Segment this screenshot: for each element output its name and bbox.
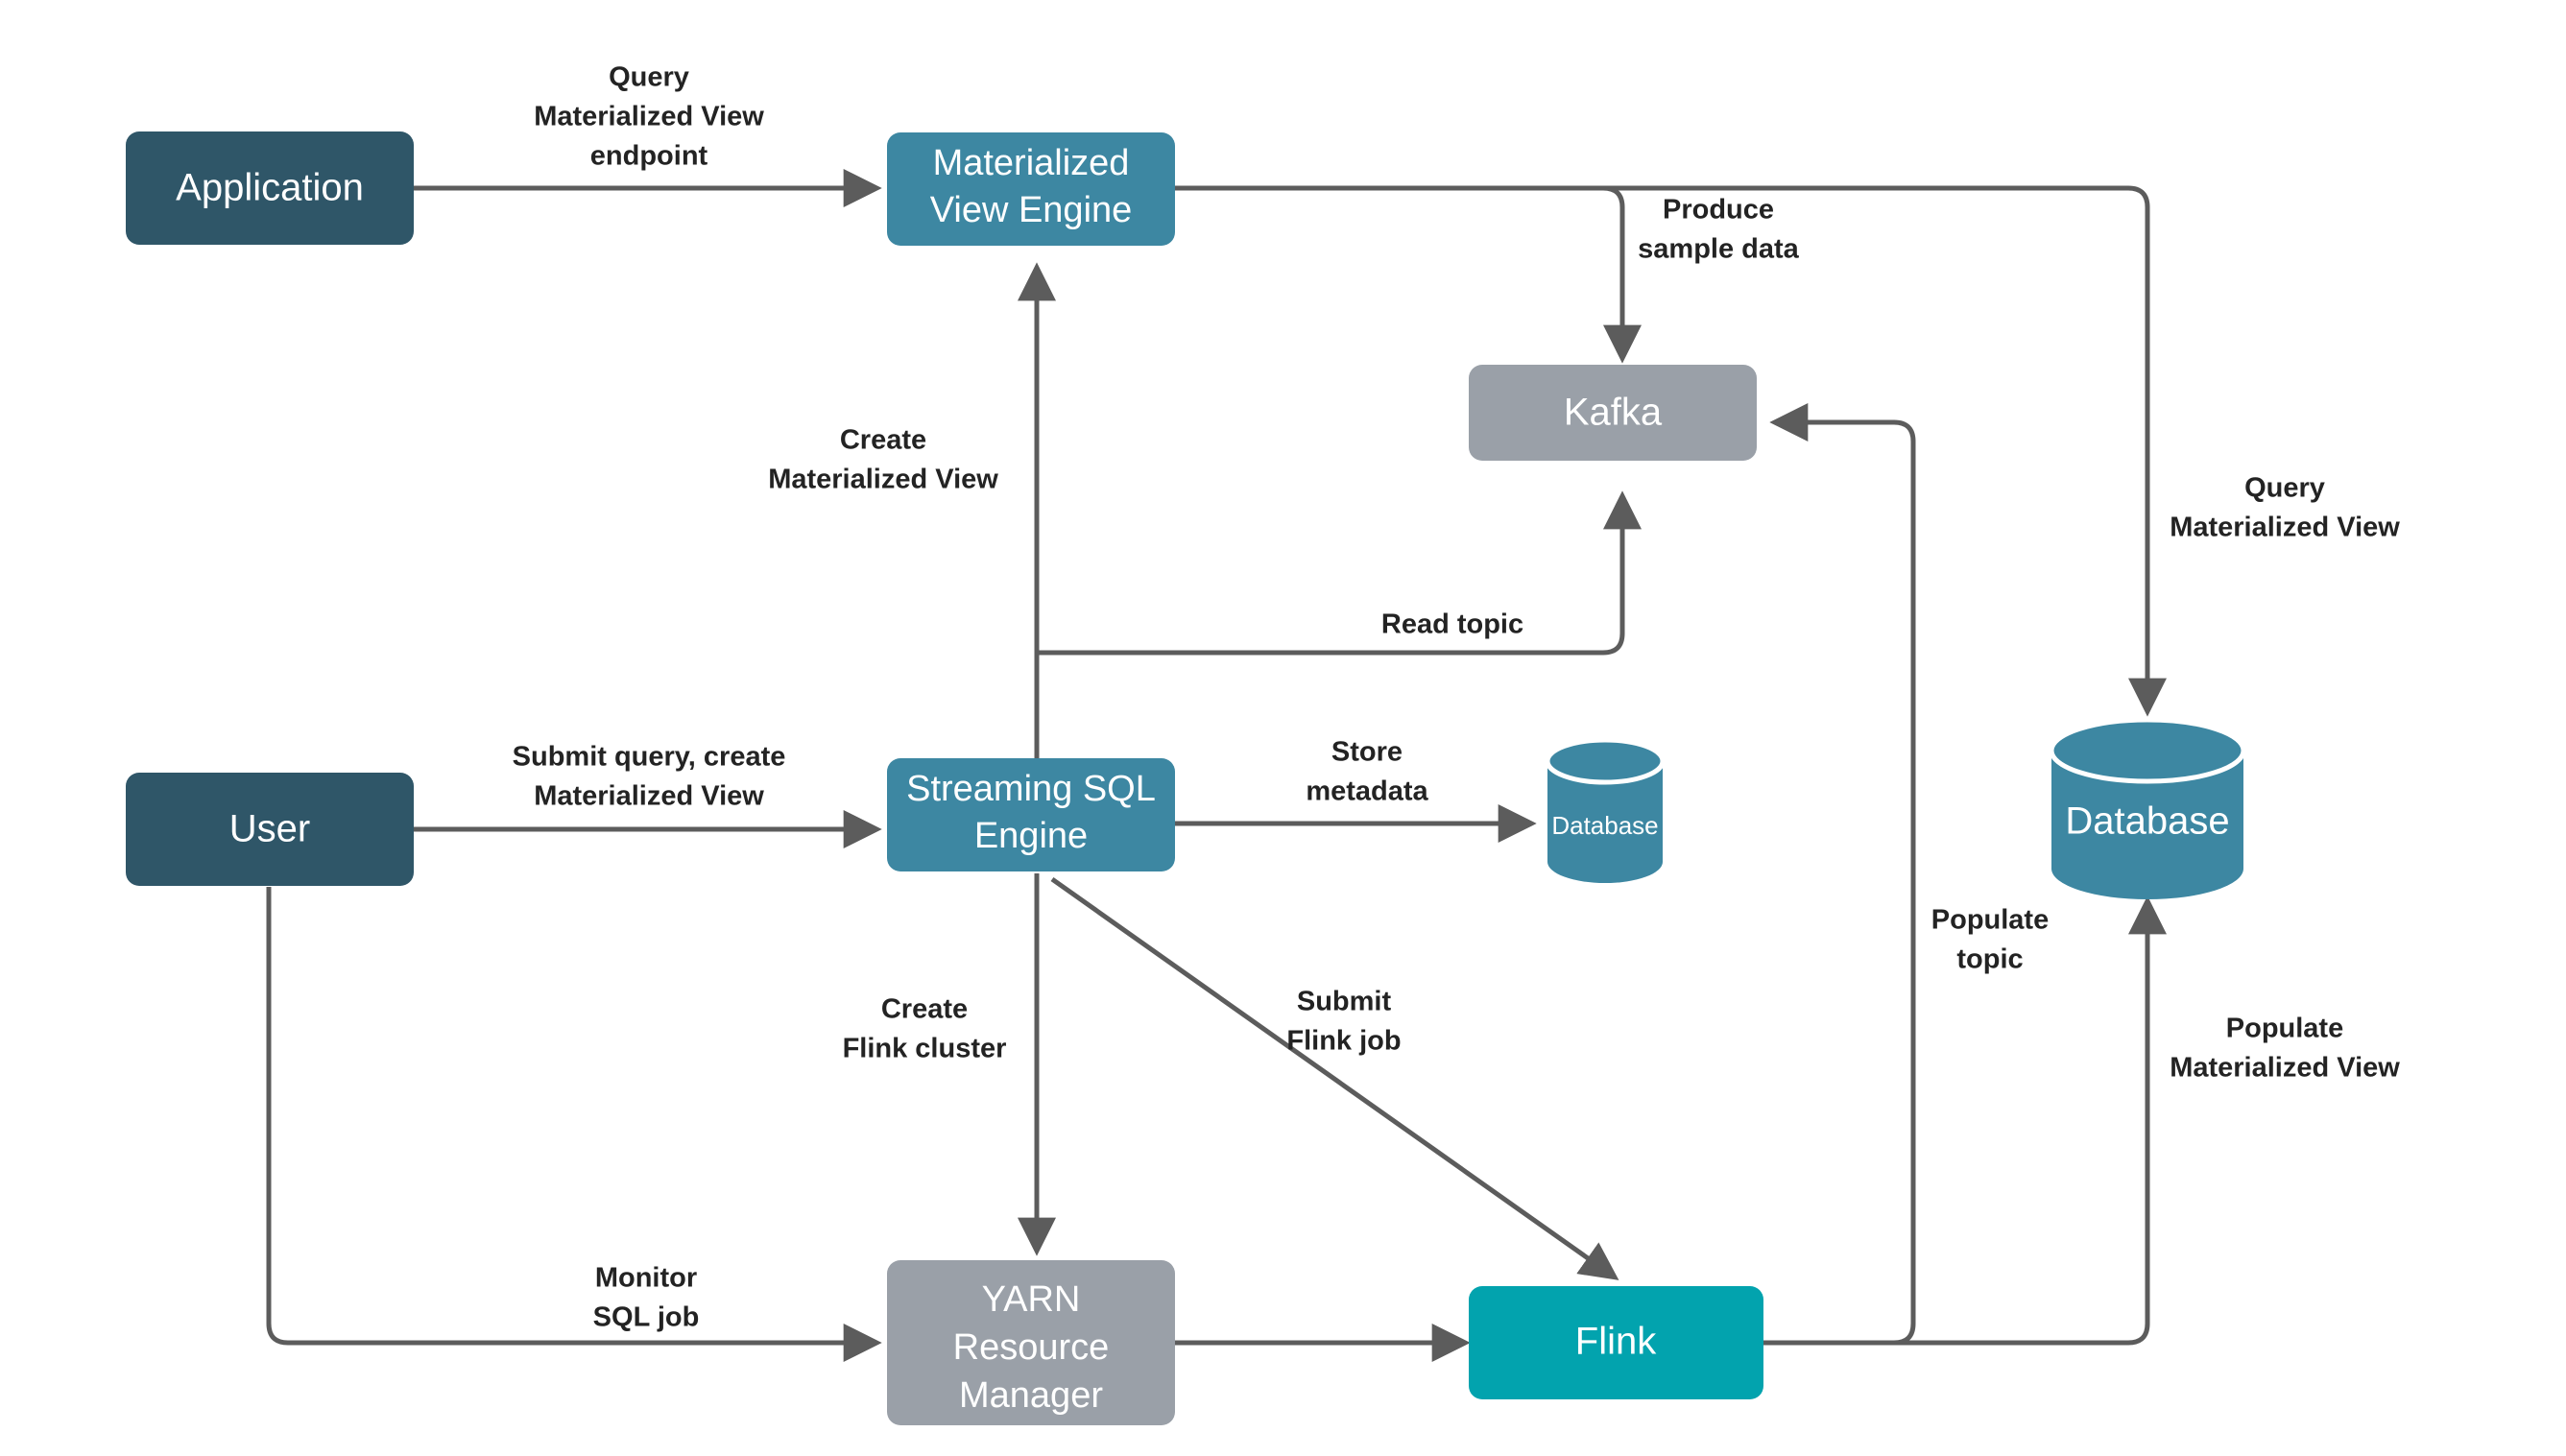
node-metadata-database-body[interactable] [1547,761,1663,883]
node-materialized-view-database[interactable]: Database [2049,717,2246,899]
node-yarn-resource-manager-label-line3: Manager [959,1375,1103,1416]
edge-label-app-to-mv-line1: Query [609,62,689,93]
edge-sql-engine-to-yarn: Create Flink cluster [843,873,1056,1256]
node-streaming-sql-engine[interactable]: Streaming SQL Engine [887,758,1175,871]
node-materialized-view-engine[interactable]: Materialized View Engine [887,132,1175,246]
edge-label-populate-topic-line1: Populate [1931,905,2049,936]
node-materialized-view-engine-label-line2: View Engine [930,190,1133,230]
edge-user-to-sql-engine: Submit query, create Materialized View [413,742,882,848]
node-materialized-view-engine-shape[interactable] [887,132,1175,246]
node-user-label: User [229,808,310,850]
node-materialized-view-database-label: Database [2065,800,2229,843]
edge-sql-engine-to-flink: Submit Flink job [1050,876,1619,1280]
node-flink-shape[interactable] [1469,1286,1763,1399]
node-application[interactable]: Application [126,131,414,245]
node-metadata-database[interactable]: Database [1545,737,1666,883]
edge-sql-engine-to-mv-engine: Create Materialized View [768,262,1056,864]
node-streaming-sql-engine-label-line1: Streaming SQL [906,769,1156,809]
edge-label-populate-topic-line2: topic [1956,944,2023,975]
edge-label-app-to-mv-line2: Materialized View [534,102,764,132]
edge-flink-to-database: Populate Materialized View [1763,895,2400,1346]
edge-label-create-flink-cluster-line2: Flink cluster [843,1034,1007,1064]
edge-label-create-mv-line1: Create [840,425,926,456]
edge-user-to-yarn: Monitor SQL job [266,887,882,1362]
edge-label-store-metadata-line2: metadata [1306,776,1428,807]
edge-mv-engine-to-database: Query Materialized View [1175,185,2400,717]
edge-label-submit-query-line1: Submit query, create [513,742,786,773]
edge-label-submit-query-line2: Materialized View [534,781,764,812]
node-metadata-database-top [1545,737,1666,785]
node-yarn-resource-manager-label-line1: YARN [982,1279,1081,1320]
edge-app-to-mv-engine: Query Materialized View endpoint [413,62,882,207]
node-application-shape[interactable] [126,131,414,245]
edge-label-monitor-sql-job-line1: Monitor [595,1263,697,1294]
node-kafka-label: Kafka [1564,392,1663,434]
edge-label-produce-line1: Produce [1663,195,1774,226]
node-materialized-view-database-body[interactable] [2051,751,2243,899]
node-metadata-database-label: Database [1551,811,1658,840]
edge-label-submit-flink-job-line2: Flink job [1286,1026,1401,1057]
node-kafka-shape[interactable] [1469,365,1757,461]
node-streaming-sql-engine-shape[interactable] [887,758,1175,871]
edge-label-query-mv-line2: Materialized View [2170,513,2400,543]
node-yarn-resource-manager-label-line2: Resource [953,1327,1110,1368]
edge-label-monitor-sql-job-line2: SQL job [593,1302,700,1333]
node-application-label: Application [176,167,364,209]
edge-label-app-to-mv-line3: endpoint [590,141,708,172]
node-yarn-resource-manager-shape[interactable] [887,1260,1175,1425]
node-yarn-resource-manager[interactable]: YARN Resource Manager [887,1260,1175,1425]
edge-label-read-topic: Read topic [1381,609,1523,640]
node-flink[interactable]: Flink [1469,1286,1763,1399]
node-user-shape[interactable] [126,773,414,886]
edge-label-create-flink-cluster-line1: Create [881,994,968,1025]
node-materialized-view-database-top [2049,717,2246,784]
edge-label-query-mv-line1: Query [2244,473,2325,504]
node-materialized-view-engine-label-line1: Materialized [933,143,1130,183]
node-kafka[interactable]: Kafka [1469,365,1757,461]
edge-label-populate-mv-line2: Materialized View [2170,1053,2400,1084]
node-streaming-sql-engine-label-line2: Engine [974,816,1088,856]
edge-label-produce-line2: sample data [1638,234,1799,265]
edge-label-store-metadata-line1: Store [1331,737,1403,768]
edge-label-submit-flink-job-line1: Submit [1297,987,1392,1017]
edge-label-populate-mv-line1: Populate [2226,1014,2343,1044]
edge-flink-to-kafka: Populate topic [1763,403,2049,1346]
node-user[interactable]: User [126,773,414,886]
edge-label-create-mv-line2: Materialized View [768,465,998,495]
edge-mv-engine-to-kafka: Produce sample data [1175,185,1800,364]
node-flink-label: Flink [1575,1321,1657,1363]
edge-sql-engine-to-kafka: Read topic [1037,490,1642,656]
edge-sql-engine-to-metadata-db: Store metadata [1175,737,1537,843]
